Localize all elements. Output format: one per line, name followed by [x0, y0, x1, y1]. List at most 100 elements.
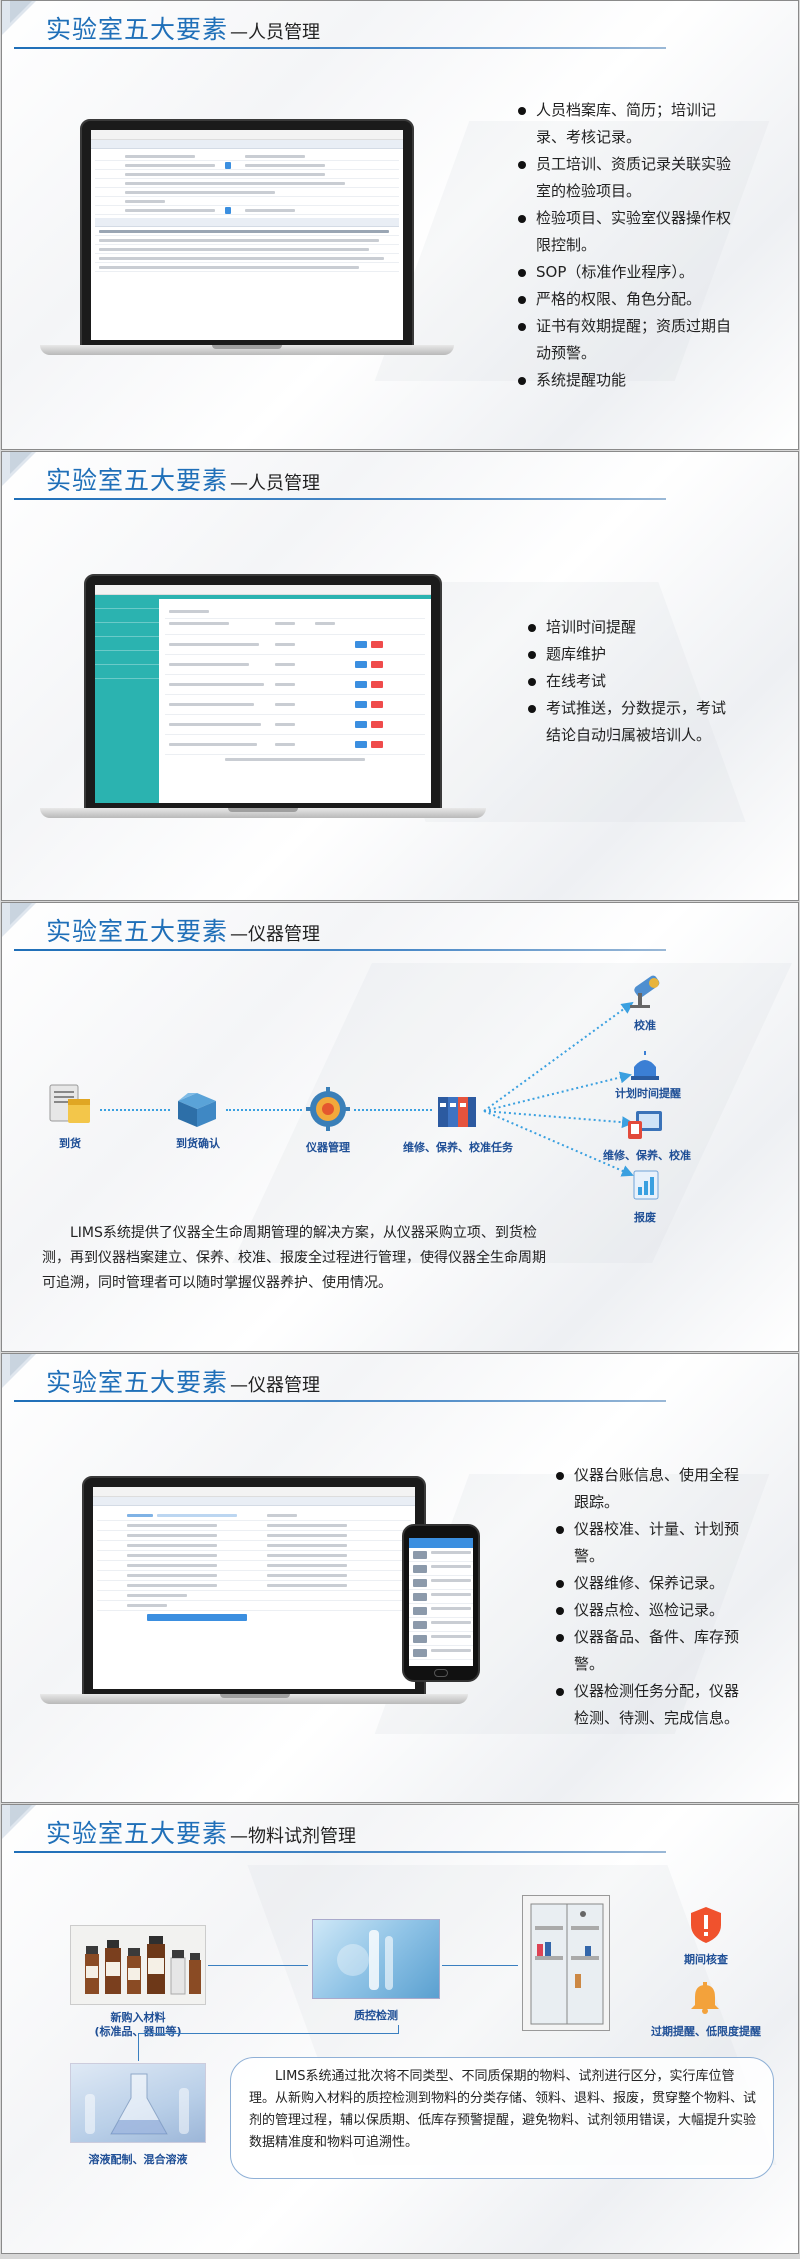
title-sub: —仪器管理	[230, 924, 321, 945]
slide-title: 实验室五大要素 —仪器管理	[46, 913, 320, 947]
branch-label: 校准	[634, 1019, 656, 1032]
alert-label: 期间核查	[684, 1953, 728, 1966]
list-item: SOP（标准作业程序）。	[518, 259, 742, 286]
flow-connector	[226, 1109, 302, 1111]
feature-list: 仪器台账信息、使用全程跟踪。 仪器校准、计量、计划预警。 仪器维修、保养记录。 …	[556, 1462, 750, 1732]
gear-target-icon	[306, 1087, 350, 1131]
reagent-bottles-image	[70, 1925, 206, 2005]
corner-decoration	[10, 452, 32, 474]
description-paragraph: LIMS系统提供了仪器全生命周期管理的解决方案，从仪器采购立项、到货检测，再到仪…	[42, 1225, 546, 1291]
title-sub: —物料试剂管理	[230, 1826, 357, 1847]
flow-label: 溶液配制、混合溶液	[88, 2153, 188, 2166]
list-item: 仪器备品、备件、库存预警。	[556, 1624, 750, 1678]
title-sub: —仪器管理	[230, 1375, 321, 1396]
title-main: 实验室五大要素	[46, 1368, 229, 1397]
branch-label: 计划时间提醒	[615, 1087, 681, 1100]
feature-list: 培训时间提醒 题库维护 在线考试 考试推送，分数提示，考试结论自动归属被培训人。	[528, 614, 734, 749]
branch-connectors	[483, 1001, 634, 1177]
binders-icon	[436, 1093, 478, 1129]
flow-label: 到货确认	[176, 1137, 220, 1150]
slide-instrument-1: 实验室五大要素 —仪器管理 到货 到货确认 仪器管理 维修、保养、校准任务 校准…	[1, 902, 799, 1352]
branch-label: 报废	[634, 1211, 656, 1224]
list-item: 培训时间提醒	[528, 614, 734, 641]
list-item: 考试推送，分数提示，考试结论自动归属被培训人。	[528, 695, 734, 749]
flow-connector	[208, 1965, 308, 1966]
list-item: 仪器维修、保养记录。	[556, 1570, 750, 1597]
storage-cabinet-image	[522, 1895, 610, 2031]
laptop-base	[40, 808, 486, 818]
phone-screen	[409, 1538, 473, 1666]
list-item: 证书有效期提醒；资质过期自动预警。	[518, 313, 742, 367]
title-underline	[14, 1851, 666, 1853]
corner-decoration	[10, 1, 32, 23]
slide-title: 实验室五大要素 —物料试剂管理	[46, 1815, 356, 1849]
title-main: 实验室五大要素	[46, 917, 229, 946]
flow-connector	[138, 2033, 139, 2061]
phone-mockup	[402, 1524, 480, 1682]
branch-label: 维修、保养、校准	[603, 1149, 691, 1162]
device-icon	[626, 1109, 666, 1141]
list-item: 仪器点检、巡检记录。	[556, 1597, 750, 1624]
corner-decoration	[10, 1805, 32, 1827]
list-item: 员工培训、资质记录关联实验室的检验项目。	[518, 151, 742, 205]
laptop-lid	[84, 574, 442, 810]
corner-decoration	[10, 903, 32, 925]
laptop-base	[40, 1694, 468, 1704]
slide-title: 实验室五大要素 —仪器管理	[46, 1364, 320, 1398]
laptop-lid	[82, 1476, 426, 1696]
list-item: 仪器台账信息、使用全程跟踪。	[556, 1462, 750, 1516]
laptop-mockup	[40, 1476, 468, 1708]
flow-label: 到货	[59, 1137, 81, 1150]
list-item: 仪器检测任务分配，仪器检测、待测、完成信息。	[556, 1678, 750, 1732]
slide-instrument-2: 实验室五大要素 —仪器管理	[1, 1353, 799, 1803]
cube-box-icon	[174, 1089, 220, 1129]
laptop-lid	[80, 119, 414, 347]
flow-label: 质控检测	[354, 2009, 398, 2022]
list-item: 严格的权限、角色分配。	[518, 286, 742, 313]
flow-label: 新购入材料 (标准品、器皿等)	[94, 2011, 182, 2038]
slide-title: 实验室五大要素 —人员管理	[46, 11, 320, 45]
laptop-mockup	[40, 574, 486, 824]
title-main: 实验室五大要素	[46, 15, 229, 44]
list-item: 仪器校准、计量、计划预警。	[556, 1516, 750, 1570]
list-item: 题库维护	[528, 641, 734, 668]
title-main: 实验室五大要素	[46, 1819, 229, 1848]
telescope-icon	[624, 973, 666, 1011]
title-underline	[14, 1400, 666, 1402]
title-sub: —人员管理	[230, 473, 321, 494]
slide-materials: 实验室五大要素 —物料试剂管理 新购入材料 (标准品、器皿等) 质控检测 期间核…	[1, 1804, 799, 2254]
solution-flask-image	[70, 2063, 206, 2143]
qc-lab-image	[312, 1919, 440, 1999]
list-item: 检验项目、实验室仪器操作权限控制。	[518, 205, 742, 259]
flow-connector	[442, 1965, 518, 1966]
shield-alert-icon	[688, 1905, 724, 1945]
title-main: 实验室五大要素	[46, 466, 229, 495]
bell-icon	[688, 1981, 722, 2015]
laptop-screen	[91, 130, 403, 340]
flow-label: 仪器管理	[306, 1141, 350, 1154]
list-item: 系统提醒功能	[518, 367, 742, 394]
flow-connector	[100, 1109, 170, 1111]
title-underline	[14, 47, 666, 49]
list-item: 在线考试	[528, 668, 734, 695]
laptop-base	[40, 345, 454, 355]
laptop-mockup	[40, 119, 454, 359]
description-paragraph: LIMS系统通过批次将不同类型、不同质保期的物料、试剂进行区分，实行库位管理。从…	[249, 2069, 757, 2150]
report-icon	[630, 1169, 662, 1201]
description-box: LIMS系统通过批次将不同类型、不同质保期的物料、试剂进行区分，实行库位管理。从…	[230, 2057, 774, 2179]
alert-label: 过期提醒、低限度提醒	[651, 2025, 761, 2038]
clipboard-icon	[46, 1083, 94, 1127]
flow-label: 维修、保养、校准任务	[403, 1141, 513, 1154]
title-underline	[14, 949, 666, 951]
laptop-screen	[93, 1487, 415, 1689]
slide-personnel-2: 实验室五大要素 —人员管理	[1, 451, 799, 901]
slide-personnel-1: 实验室五大要素 —人员管理	[1, 0, 799, 450]
feature-list: 人员档案库、简历；培训记录、考核记录。 员工培训、资质记录关联实验室的检验项目。…	[518, 97, 742, 394]
flow-connector	[354, 1109, 432, 1111]
corner-decoration	[10, 1354, 32, 1376]
laptop-screen	[95, 585, 431, 803]
title-underline	[14, 498, 666, 500]
flow-connector	[398, 2025, 399, 2034]
slide-title: 实验室五大要素 —人员管理	[46, 462, 320, 496]
sidebar	[95, 595, 159, 803]
